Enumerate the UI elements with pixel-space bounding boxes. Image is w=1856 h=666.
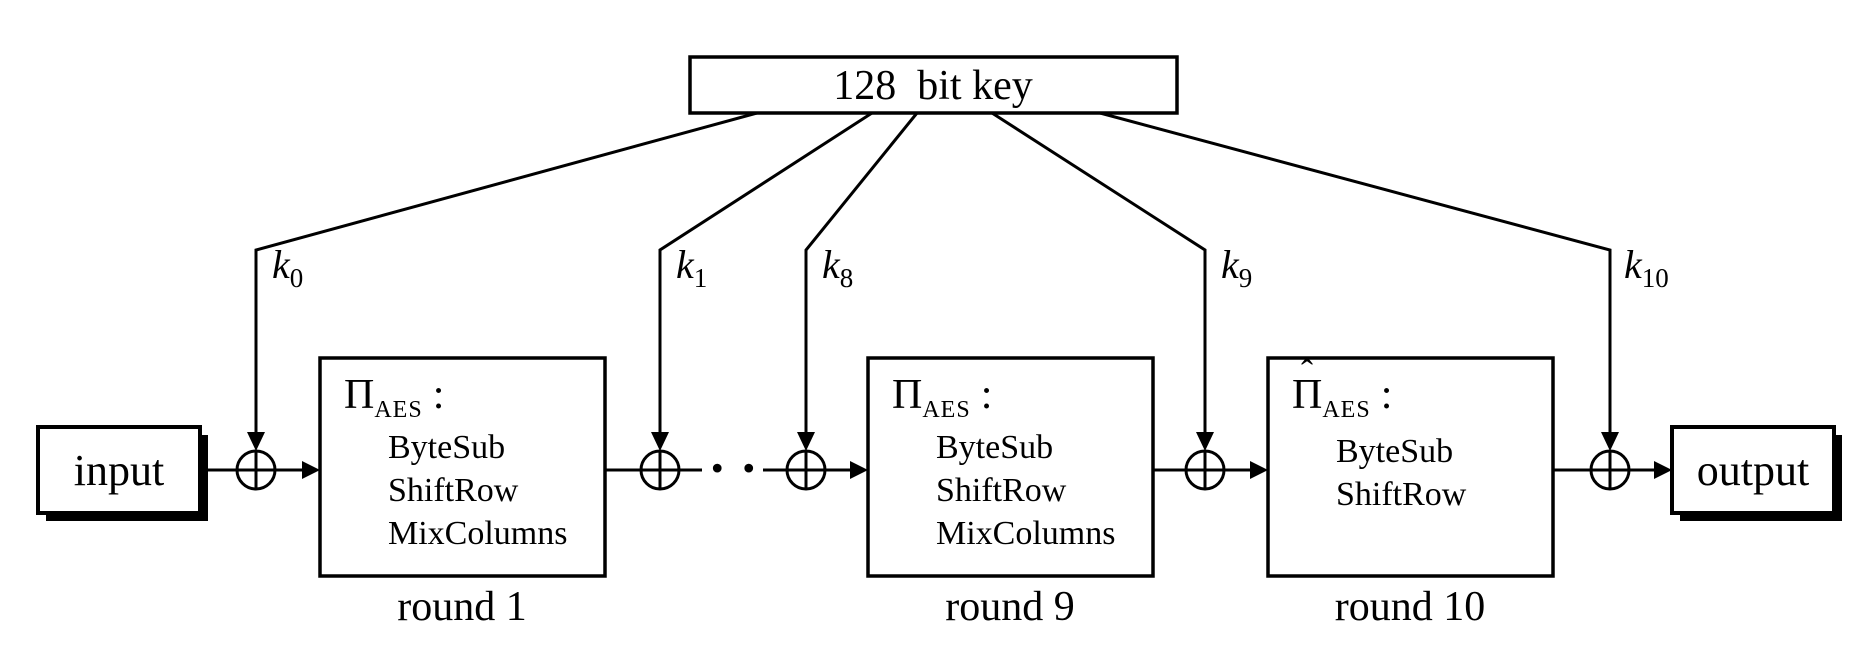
data-path-arrowheads — [302, 461, 1672, 479]
right-arrowhead-output — [1654, 461, 1672, 479]
xor-node-k0 — [235, 449, 277, 491]
round-10-step-bytesub: ByteSub — [1336, 433, 1453, 470]
round-1-step-mixcolumns: MixColumns — [388, 515, 567, 552]
key-box: 128 bit key — [688, 55, 1179, 115]
key-box-label: 128 bit key — [833, 63, 1032, 109]
round-9-step-bytesub: ByteSub — [936, 429, 1053, 466]
right-arrowhead-round10 — [1250, 461, 1268, 479]
key-line-k1 — [658, 111, 873, 436]
round-10-permutation-label: ΠAES: — [1292, 372, 1392, 423]
key-line-k8 — [804, 112, 919, 436]
round-1-permutation-label: ΠAES: — [344, 372, 444, 423]
key-distribution-lines — [254, 111, 1612, 436]
right-arrowhead-round9 — [850, 461, 868, 479]
key-label-k1: k1 — [676, 242, 707, 293]
round-1-rect — [318, 356, 607, 578]
round-1-box: ΠAES: ByteSub ShiftRow MixColumns round … — [318, 356, 607, 630]
down-arrowhead-k0 — [247, 432, 265, 451]
rounds-ellipsis: · · — [708, 438, 758, 498]
output-box: output — [1670, 425, 1842, 521]
round-10-rect — [1266, 356, 1555, 578]
key-line-k0 — [254, 111, 758, 436]
key-box-rect — [688, 55, 1179, 115]
key-label-k0: k0 — [272, 242, 303, 293]
down-arrowhead-k9 — [1196, 432, 1214, 451]
round-9-box: ΠAES: ByteSub ShiftRow MixColumns round … — [866, 356, 1155, 630]
input-label: input — [74, 446, 164, 495]
round-9-step-mixcolumns: MixColumns — [936, 515, 1115, 552]
round-1-step-bytesub: ByteSub — [388, 429, 505, 466]
round-1-step-shiftrow: ShiftRow — [388, 472, 519, 509]
down-arrowhead-k10 — [1601, 432, 1619, 451]
down-arrowhead-k1 — [651, 432, 669, 451]
right-arrowhead-round1 — [302, 461, 320, 479]
round-9-step-shiftrow: ShiftRow — [936, 472, 1067, 509]
round-10-step-shiftrow: ShiftRow — [1336, 476, 1467, 513]
round-10-box: ˆ ΠAES: ByteSub ShiftRow round 10 — [1266, 352, 1555, 630]
down-arrowhead-k8 — [797, 432, 815, 451]
key-line-k9 — [991, 111, 1207, 436]
input-box-rect — [36, 425, 202, 515]
round-10-pi-hat-accent: ˆ — [1301, 352, 1313, 392]
xor-node-k9 — [1184, 449, 1226, 491]
output-label: output — [1697, 446, 1809, 495]
key-label-k8: k8 — [822, 242, 853, 293]
key-label-k10: k10 — [1624, 242, 1669, 293]
xor-node-k10 — [1589, 449, 1631, 491]
round-9-rect — [866, 356, 1155, 578]
input-box: input — [36, 425, 208, 521]
round-1-caption: round 1 — [397, 584, 527, 630]
round-9-caption: round 9 — [945, 584, 1075, 630]
key-line-k10 — [1099, 111, 1612, 436]
round-9-permutation-label: ΠAES: — [892, 372, 992, 423]
key-label-k9: k9 — [1221, 242, 1252, 293]
key-line-arrowheads — [247, 432, 1619, 451]
xor-node-k8 — [785, 449, 827, 491]
round-10-caption: round 10 — [1335, 584, 1486, 630]
output-box-rect — [1670, 425, 1836, 515]
xor-node-k1 — [639, 449, 681, 491]
